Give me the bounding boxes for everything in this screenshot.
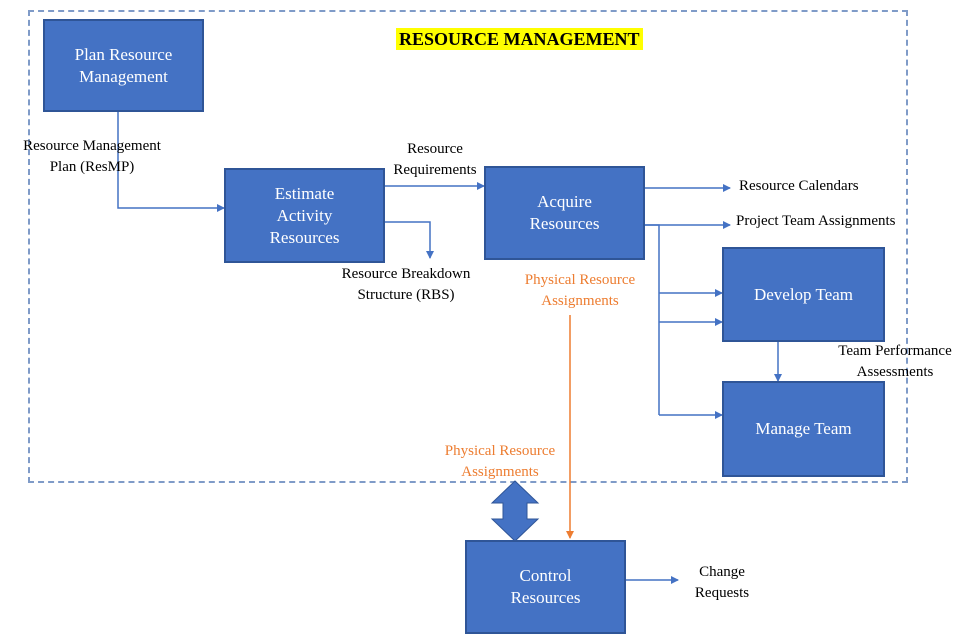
team-performance-assessments-label: Team Performance Assessments [838, 343, 952, 380]
control-resources-box[interactable]: Control Resources [465, 540, 626, 634]
resource-requirements-label: Resource Requirements [393, 141, 477, 178]
resource-calendars-label: Resource Calendars [739, 178, 859, 194]
plan-resource-management-box[interactable]: Plan Resource Management [43, 19, 204, 112]
arrow-plan-to-estimate [117, 112, 225, 212]
resmp-label: Resource Management Plan (ResMP) [23, 138, 161, 175]
line-acquire-branch [645, 224, 660, 415]
arrow-estimate-to-rbs [385, 221, 434, 259]
develop-team-box[interactable]: Develop Team [722, 247, 885, 342]
diagram-title: RESOURCE MANAGEMENT [396, 28, 643, 50]
rbs-label: Resource Breakdown Structure (RBS) [341, 266, 471, 303]
double-arrow-icon [490, 480, 540, 542]
change-requests-label: Change Requests [694, 564, 750, 601]
manage-team-box[interactable]: Manage Team [722, 381, 885, 477]
project-team-assignments-label: Project Team Assignments [736, 213, 896, 229]
estimate-activity-resources-box[interactable]: Estimate Activity Resources [224, 168, 385, 263]
resource-management-boundary [28, 10, 908, 483]
physical-resource-assignments-label-1: Physical Resource Assignments [524, 272, 636, 309]
physical-resource-assignments-label-2: Physical Resource Assignments [444, 443, 556, 480]
acquire-resources-box[interactable]: Acquire Resources [484, 166, 645, 260]
